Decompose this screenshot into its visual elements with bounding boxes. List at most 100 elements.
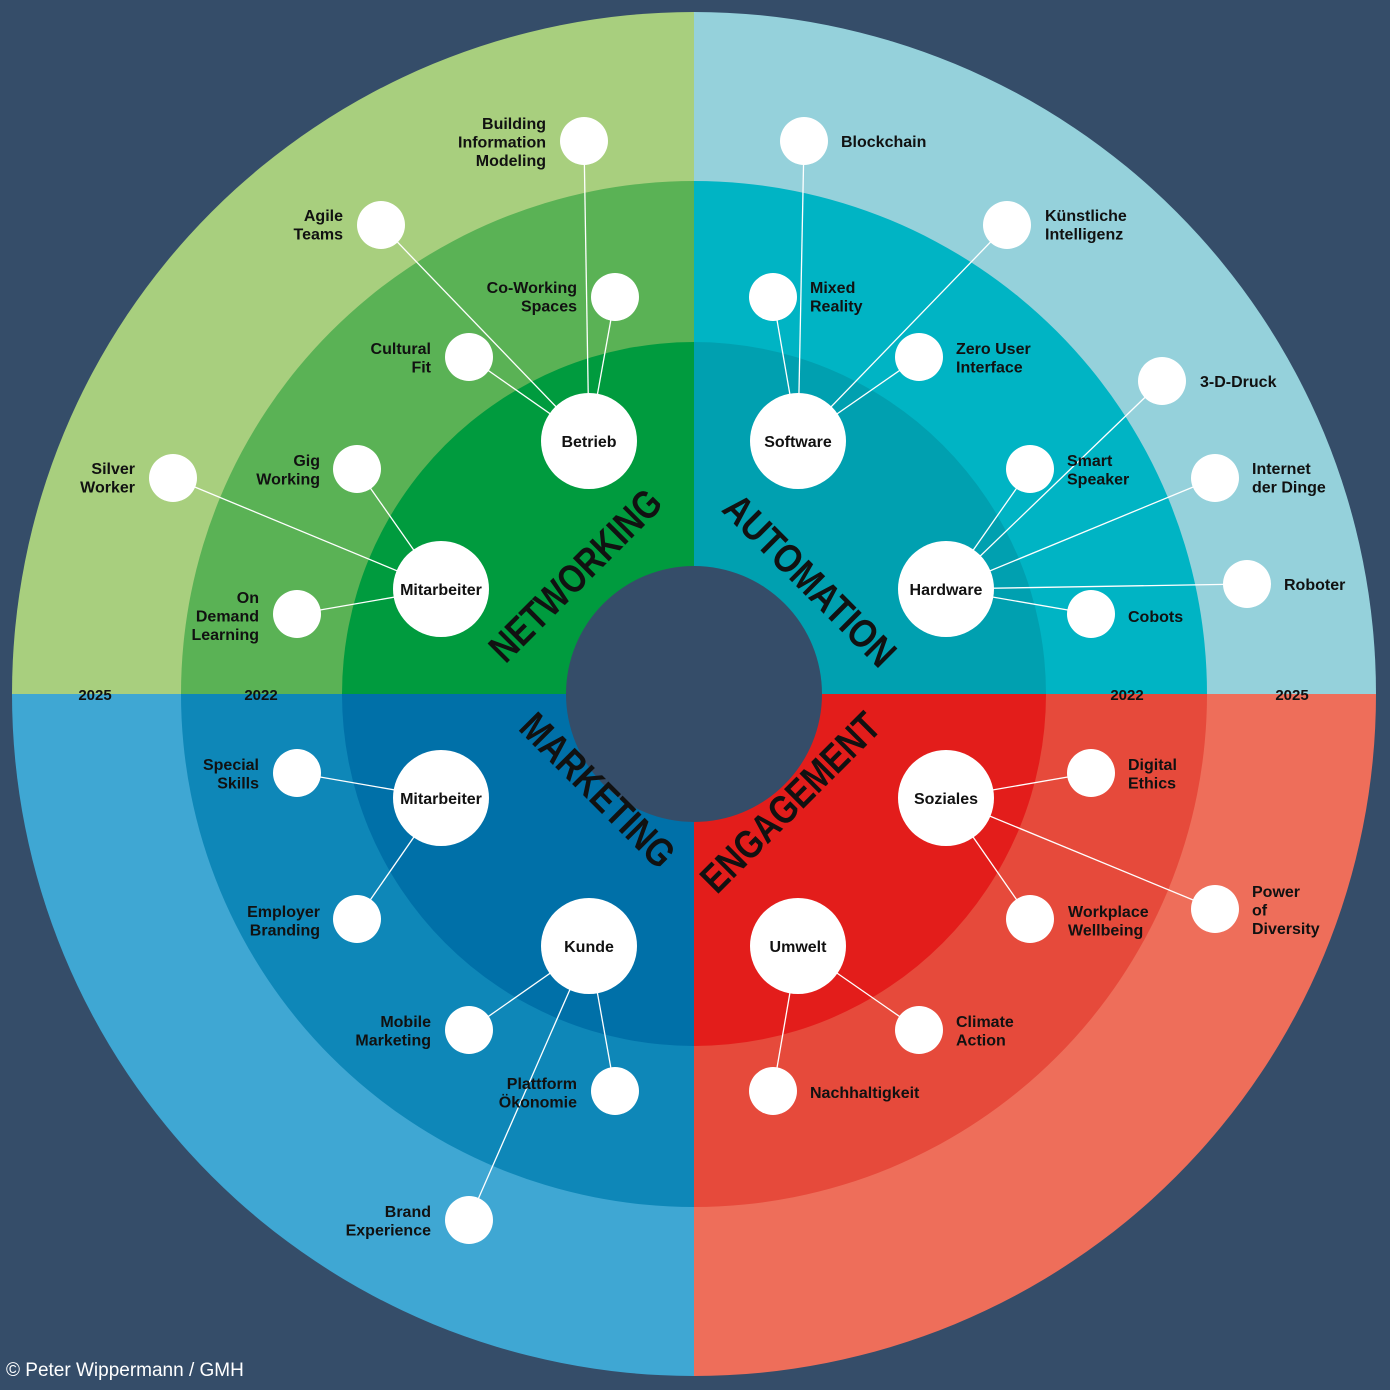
leaf-circle — [749, 1067, 797, 1115]
leaf-label-line: of — [1252, 903, 1268, 920]
leaf-label-line: Action — [956, 1033, 1006, 1050]
leaf-circle — [1191, 885, 1239, 933]
leaf-circle — [1067, 749, 1115, 797]
leaf-label-line: Intelligenz — [1045, 227, 1123, 244]
connector-line — [945, 380, 1163, 590]
hub-node: Soziales — [898, 750, 994, 846]
leaf-label-line: 3-D-Druck — [1200, 374, 1277, 391]
hub-node: Mitarbeiter — [393, 541, 489, 637]
leaf-label-line: Zero User — [956, 341, 1031, 358]
center-hole — [566, 566, 822, 822]
connector-line — [945, 797, 1216, 910]
leaf-circle — [780, 117, 828, 165]
leaf-label-line: Blockchain — [841, 134, 926, 151]
leaf-circle — [445, 333, 493, 381]
hub-label: Betrieb — [561, 434, 616, 451]
hub-node: Umwelt — [750, 898, 846, 994]
leaf-label-line: Mobile — [380, 1014, 431, 1031]
connector-line — [945, 583, 1248, 590]
leaf-circle — [333, 895, 381, 943]
leaf-label-line: Interface — [956, 360, 1023, 377]
leaf-circle — [273, 590, 321, 638]
hub-label: Kunde — [564, 939, 614, 956]
leaf-circle — [273, 749, 321, 797]
leaf-node: 3-D-Druck — [1138, 357, 1277, 405]
leaf-label: 3-D-Druck — [1200, 374, 1277, 391]
leaf-label: Nachhaltigkeit — [810, 1085, 920, 1102]
connector-line — [380, 224, 590, 442]
leaf-circle — [1067, 590, 1115, 638]
leaf-label-line: Co-Working — [487, 280, 577, 297]
hub-node: Kunde — [541, 898, 637, 994]
leaf-label-line: Modeling — [476, 153, 546, 170]
leaf-node: Cobots — [1067, 590, 1183, 638]
leaf-label-line: Employer — [247, 904, 320, 921]
leaf-label-line: Power — [1252, 884, 1300, 901]
leaf-circle — [895, 333, 943, 381]
leaf-label-line: Internet — [1252, 461, 1311, 478]
leaf-label-line: Branding — [250, 923, 320, 940]
leaf-label: Roboter — [1284, 577, 1345, 594]
leaf-circle — [983, 201, 1031, 249]
leaf-circle — [749, 273, 797, 321]
connector-line — [583, 140, 590, 442]
hub-label: Software — [764, 434, 832, 451]
hub-circle — [541, 393, 637, 489]
hub-circle — [541, 898, 637, 994]
hub-circle — [750, 393, 846, 489]
year-label-2022-left: 2022 — [244, 687, 277, 704]
leaf-circle — [1006, 445, 1054, 493]
leaf-circle — [560, 117, 608, 165]
hub-node: Software — [750, 393, 846, 489]
leaf-label-line: Digital — [1128, 757, 1177, 774]
year-label-2022-right: 2022 — [1110, 687, 1143, 704]
leaf-label-line: Cobots — [1128, 609, 1183, 626]
leaf-label-line: Information — [458, 135, 546, 152]
leaf-circle — [1191, 454, 1239, 502]
leaf-label-line: Spaces — [521, 299, 577, 316]
hub-circle — [393, 541, 489, 637]
leaf-label-line: Roboter — [1284, 577, 1345, 594]
hub-circle — [898, 541, 994, 637]
leaf-circle — [1006, 895, 1054, 943]
copyright: © Peter Wippermann / GMH — [6, 1360, 244, 1381]
leaf-label-line: Learning — [191, 627, 259, 644]
hub-label: Soziales — [914, 791, 978, 808]
leaf-label-line: Working — [256, 472, 320, 489]
leaf-label-line: Plattform — [507, 1076, 577, 1093]
connector-line — [797, 140, 805, 442]
leaf-circle — [357, 201, 405, 249]
leaf-label-line: Climate — [956, 1014, 1014, 1031]
leaf-label-line: Skills — [217, 776, 259, 793]
leaf-label-line: Künstliche — [1045, 208, 1127, 225]
